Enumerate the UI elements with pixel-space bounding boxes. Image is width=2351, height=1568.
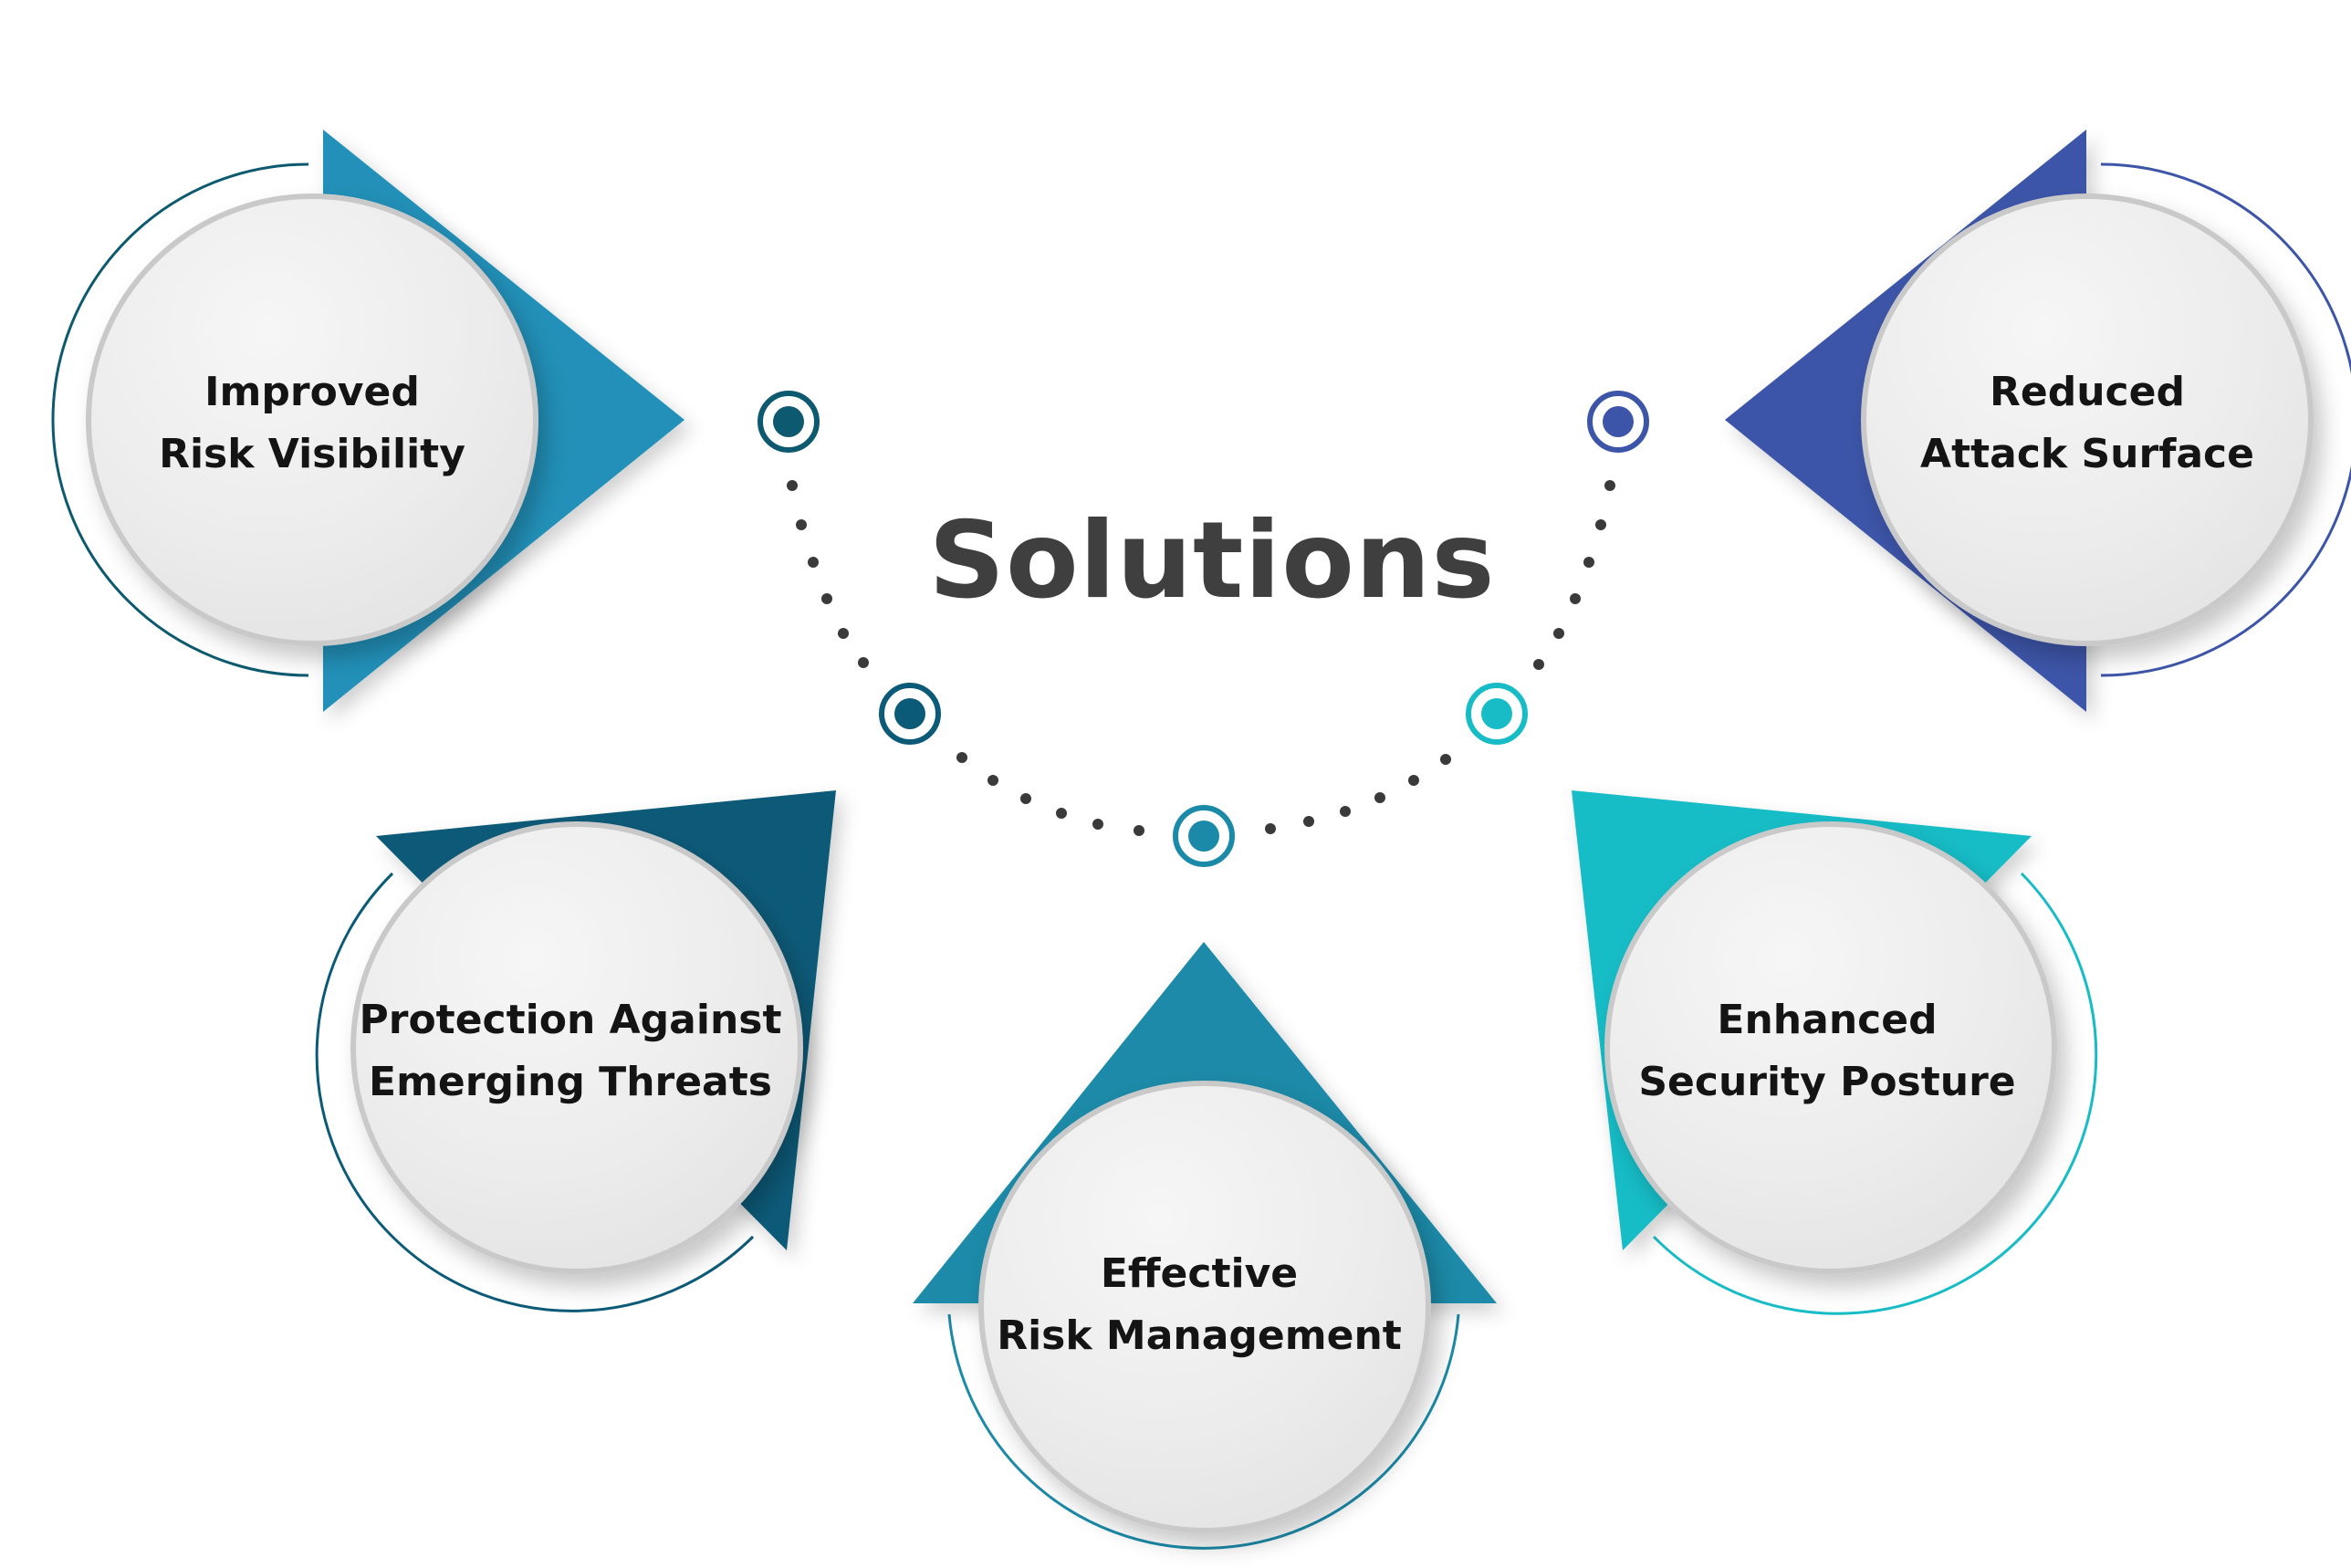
label-line: Improved <box>204 369 420 415</box>
label-line: Reduced <box>1990 369 2185 415</box>
node-center <box>1603 406 1634 437</box>
item-effective-risk-management <box>913 942 1497 1550</box>
diagram-title: Solutions <box>928 499 1496 622</box>
label-line: Effective <box>1100 1250 1299 1297</box>
disc <box>978 1081 1431 1533</box>
label-reduced-attack-surface: Reduced Attack Surface <box>1850 361 2325 486</box>
node-center <box>773 406 804 437</box>
node-target-4 <box>1466 683 1528 745</box>
item-protection-emerging-threats <box>315 790 836 1312</box>
outer-ring <box>947 1313 1460 1550</box>
outer-ring <box>1652 872 2098 1315</box>
label-enhanced-security-posture: Enhanced Security Posture <box>1590 989 2064 1113</box>
label-line: Risk Management <box>997 1312 1402 1359</box>
node-target-3 <box>1173 805 1235 867</box>
label-line: Protection Against <box>359 997 782 1043</box>
node-center <box>1481 698 1512 729</box>
disc <box>1604 821 2057 1274</box>
label-effective-risk-management: Effective Risk Management <box>962 1243 1437 1367</box>
label-line: Enhanced <box>1717 997 1938 1043</box>
item-reduced-attack-surface <box>1725 130 2351 712</box>
label-protection-emerging-threats: Protection Against Emerging Threats <box>333 989 808 1113</box>
node-center <box>1188 821 1219 852</box>
disc <box>350 821 803 1274</box>
label-improved-risk-visibility: Improved Risk Visibility <box>75 361 549 486</box>
outer-ring <box>315 872 755 1312</box>
disc <box>86 193 538 646</box>
outer-ring <box>51 162 309 677</box>
label-line: Attack Surface <box>1920 431 2254 477</box>
label-line: Emerging Threats <box>369 1059 772 1105</box>
label-line: Security Posture <box>1638 1059 2016 1105</box>
node-center <box>894 698 925 729</box>
node-target-5 <box>1587 391 1649 453</box>
item-improved-risk-visibility <box>51 130 684 712</box>
item-enhanced-security-posture <box>1572 790 2098 1315</box>
label-line: Risk Visibility <box>159 431 465 477</box>
disc <box>1861 193 2314 646</box>
outer-ring <box>2100 162 2351 677</box>
node-target-2 <box>879 683 941 745</box>
arc-connector <box>787 480 1615 836</box>
node-target-1 <box>758 391 820 453</box>
